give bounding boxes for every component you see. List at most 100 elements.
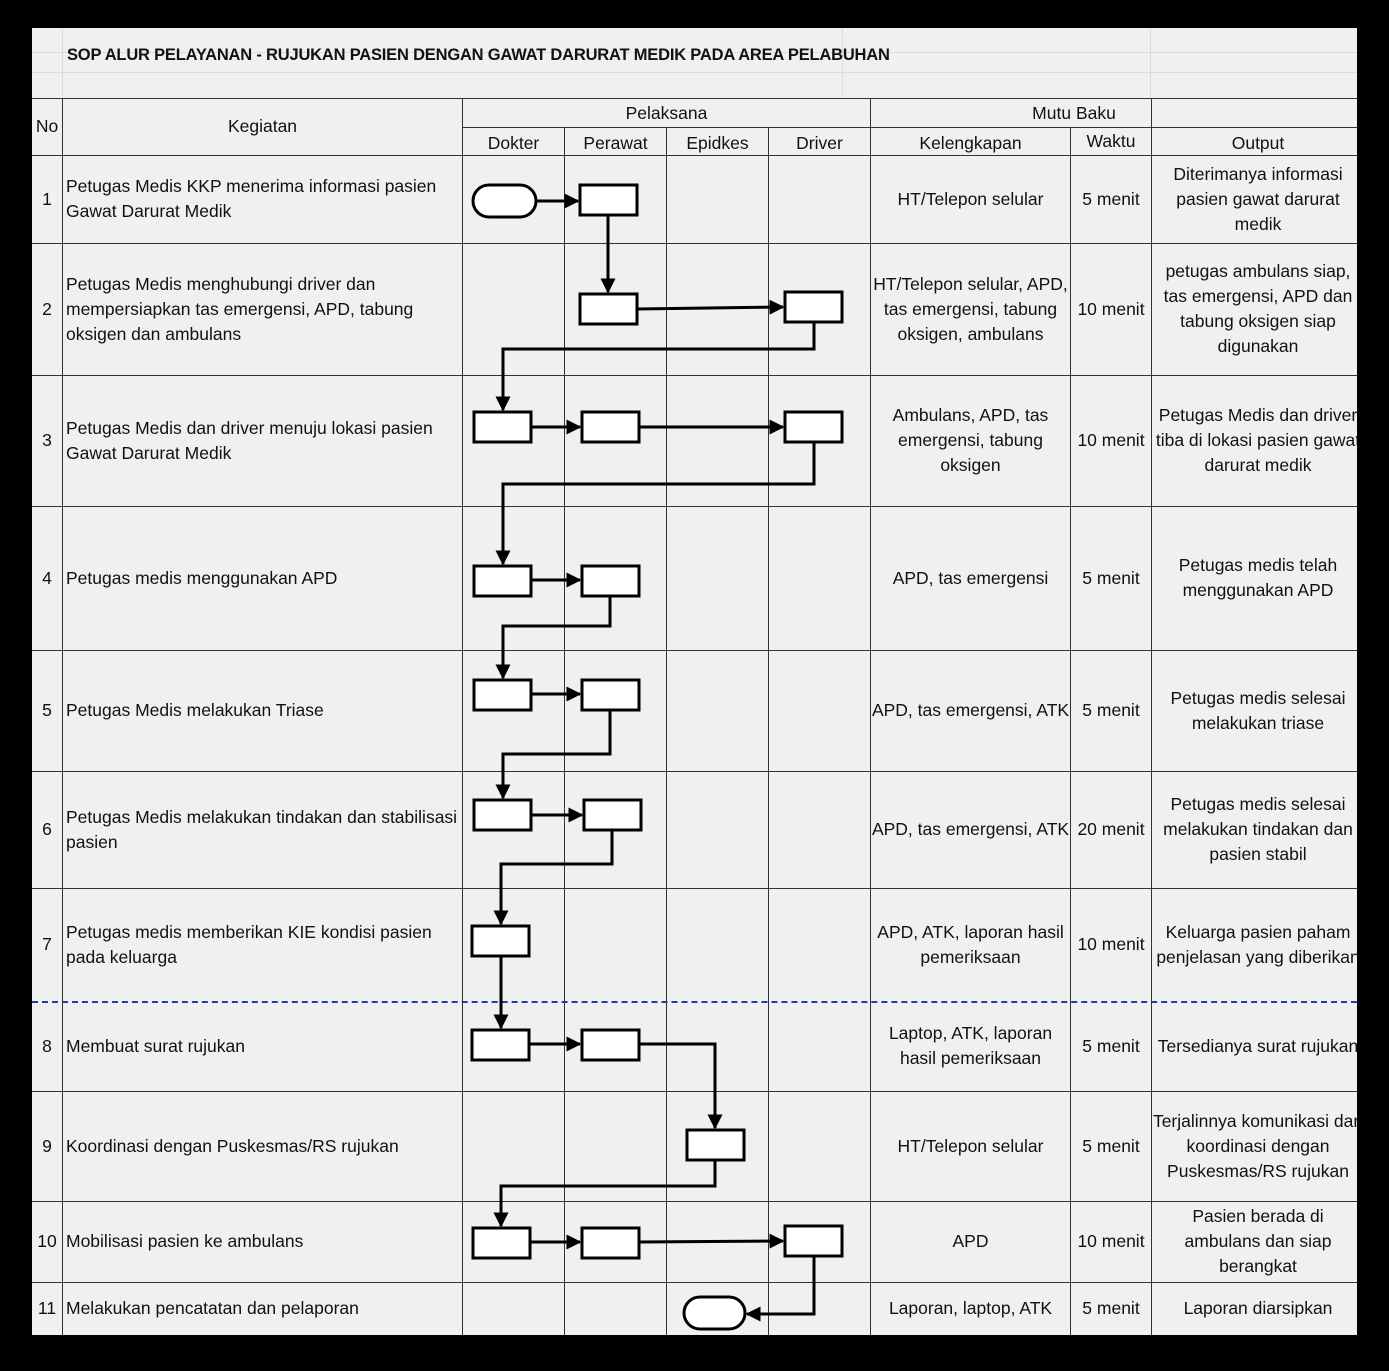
cell-kelengkapan: APD, tas emergensi, ATK [871, 819, 1070, 839]
header-kelengkapan: Kelengkapan [919, 132, 1022, 153]
cell-kegiatan: Petugas Medis melakukan Triase [66, 700, 324, 720]
flow-connector [639, 1042, 723, 1130]
process-box [783, 1224, 844, 1258]
cell-kelengkapan: Ambulans, APD, tas emergensi, tabung oks… [892, 405, 1049, 475]
start-terminator [471, 183, 538, 219]
process-box [472, 410, 533, 444]
process-box [685, 1128, 746, 1162]
process-box [470, 1028, 531, 1062]
cell-no: 6 [42, 819, 52, 839]
cell-kelengkapan: HT/Telepon selular [897, 1135, 1044, 1156]
header-mutu-baku: Mutu Baku [1032, 102, 1116, 123]
cell-kegiatan: Melakukan pencatatan dan pelaporan [66, 1298, 359, 1318]
header-waktu: Waktu [1086, 130, 1136, 151]
header-perawat: Perawat [583, 132, 648, 153]
process-box [472, 678, 533, 712]
header-no: No [35, 116, 59, 136]
cell-kelengkapan: APD, ATK, laporan hasil pemeriksaan [877, 921, 1064, 967]
flow-connector [495, 442, 816, 566]
cell-no: 10 [37, 1231, 57, 1251]
process-box [580, 410, 641, 444]
cell-kegiatan: Petugas medis menggunakan APD [66, 567, 338, 588]
flow-connector [638, 1233, 785, 1249]
cell-waktu: 20 menit [1077, 819, 1145, 839]
cell-kegiatan: Petugas Medis melakukan tindakan dan sta… [66, 806, 458, 852]
flow-connector [745, 1256, 816, 1322]
cell-kelengkapan: APD, tas emergensi, ATK [871, 700, 1070, 720]
cell-waktu: 5 menit [1082, 1035, 1140, 1056]
header-driver: Driver [796, 132, 843, 153]
process-box [472, 564, 533, 598]
cell-output: petugas ambulans siap, tas emergensi, AP… [1163, 261, 1353, 356]
cell-kegiatan: Mobilisasi pasien ke ambulans [66, 1231, 304, 1251]
header-epidkes: Epidkes [686, 132, 749, 153]
cell-no: 8 [42, 1035, 52, 1056]
cell-no: 4 [42, 567, 52, 588]
flow-connector [493, 830, 614, 926]
sop-sheet: SOP ALUR PELAYANAN - RUJUKAN PASIEN DENG… [32, 28, 1357, 1335]
cell-no: 9 [42, 1135, 52, 1156]
process-box [471, 1226, 532, 1260]
cell-kelengkapan: Laporan, laptop, ATK [888, 1298, 1053, 1318]
page-break-line [32, 1001, 1357, 1003]
flowchart [470, 183, 844, 1331]
cell-output: Terjalinnya komunikasi dan koordinasi de… [1152, 1110, 1357, 1181]
cell-no: 3 [42, 430, 52, 450]
cell-output: Petugas medis selesai melakukan triase [1170, 687, 1346, 733]
cell-kegiatan: Membuat surat rujukan [66, 1035, 245, 1056]
flow-connector [495, 596, 612, 680]
cell-kelengkapan: HT/Telepon selular [897, 188, 1044, 209]
cell-no: 7 [42, 934, 52, 954]
cell-kegiatan: Petugas Medis menghubungi driver dan mem… [66, 273, 414, 344]
cell-waktu: 5 menit [1082, 1298, 1140, 1318]
cell-output: Petugas medis telah menggunakan APD [1178, 555, 1338, 600]
cell-waktu: 5 menit [1082, 188, 1140, 209]
header-pelaksana: Pelaksana [625, 102, 708, 123]
process-box [580, 1226, 641, 1260]
cell-kelengkapan: APD, tas emergensi [892, 567, 1049, 588]
cell-kelengkapan: APD [952, 1231, 989, 1251]
process-box [578, 292, 639, 326]
cell-kegiatan: Petugas medis memberikan KIE kondisi pas… [66, 921, 432, 967]
cell-kegiatan: Petugas Medis KKP menerima informasi pas… [66, 176, 437, 221]
cell-no: 11 [37, 1298, 57, 1318]
header-kegiatan: Kegiatan [227, 116, 298, 136]
cell-waktu: 10 menit [1077, 1231, 1145, 1251]
cell-kegiatan: Petugas Medis dan driver menuju lokasi p… [66, 417, 433, 463]
cell-output: Pasien berada di ambulans dan siap beran… [1184, 1206, 1332, 1276]
process-box [578, 183, 639, 217]
header-output: Output [1231, 132, 1285, 153]
page-title: SOP ALUR PELAYANAN - RUJUKAN PASIEN DENG… [67, 46, 890, 64]
process-box [470, 924, 531, 958]
flow-connector [495, 322, 816, 412]
cell-kelengkapan: HT/Telepon selular, APD, tas emergensi, … [873, 273, 1068, 344]
cell-output: Petugas Medis dan driver tiba di lokasi … [1155, 405, 1357, 475]
flow-connector [495, 710, 612, 800]
flow-connector [493, 1160, 717, 1228]
cell-waktu: 5 menit [1082, 700, 1140, 720]
cell-waktu: 5 menit [1082, 1135, 1140, 1156]
flow-connector [636, 299, 785, 315]
cell-kegiatan: Koordinasi dengan Puskesmas/RS rujukan [66, 1135, 399, 1156]
cell-output: Diterimanya informasi pasien gawat darur… [1173, 163, 1343, 234]
cell-waktu: 10 menit [1077, 934, 1145, 954]
process-box [582, 798, 643, 832]
process-box [580, 678, 641, 712]
cell-waktu: 5 menit [1082, 567, 1140, 588]
cell-output: Keluarga pasien paham penjelasan yang di… [1156, 921, 1357, 967]
header-dokter: Dokter [487, 132, 540, 153]
cell-no: 5 [42, 700, 52, 720]
process-box [783, 290, 844, 324]
cell-no: 2 [42, 298, 52, 319]
process-box [783, 410, 844, 444]
cell-output: Petugas medis selesai melakukan tindakan… [1163, 794, 1353, 864]
cell-waktu: 10 menit [1077, 298, 1145, 319]
cell-output: Tersedianya surat rujukan [1157, 1035, 1357, 1056]
end-terminator [682, 1295, 747, 1331]
process-box [580, 564, 641, 598]
process-box [472, 798, 533, 832]
cell-kelengkapan: Laptop, ATK, laporan hasil pemeriksaan [888, 1023, 1053, 1068]
cell-no: 1 [42, 188, 52, 209]
cell-waktu: 10 menit [1077, 430, 1145, 450]
cell-output: Laporan diarsipkan [1183, 1298, 1333, 1318]
